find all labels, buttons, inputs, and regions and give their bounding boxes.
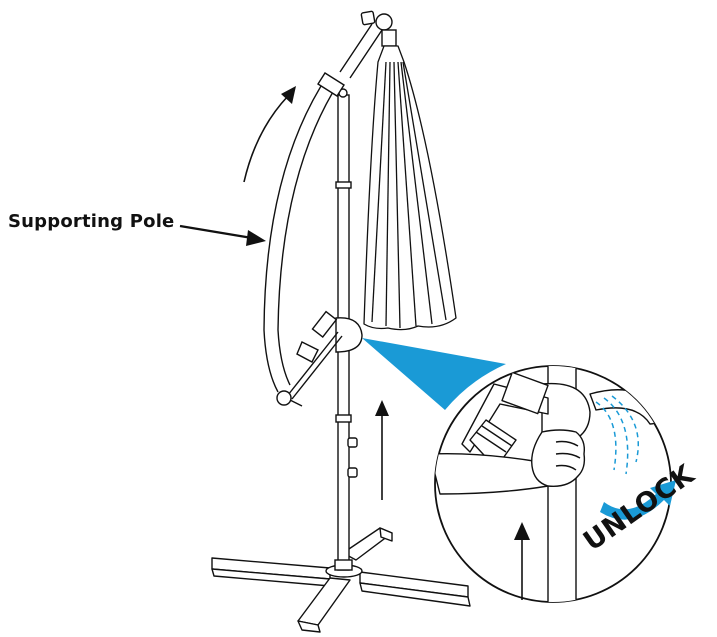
circle-up-arrow-icon <box>514 522 530 600</box>
up-arrow-icon <box>375 400 389 500</box>
callout-beam <box>362 338 506 410</box>
crank-handle <box>276 310 343 407</box>
main-pole <box>334 88 363 571</box>
zoom-detail-circle <box>434 365 676 603</box>
pointer-arrow-icon <box>179 224 266 246</box>
supporting-pole-label: Supporting Pole <box>8 211 175 232</box>
supporting-pole <box>263 10 397 393</box>
closed-canopy <box>363 45 457 331</box>
curved-arrow-icon <box>243 86 296 183</box>
cross-base <box>211 527 471 633</box>
unlock-arrow-icon <box>600 480 676 520</box>
